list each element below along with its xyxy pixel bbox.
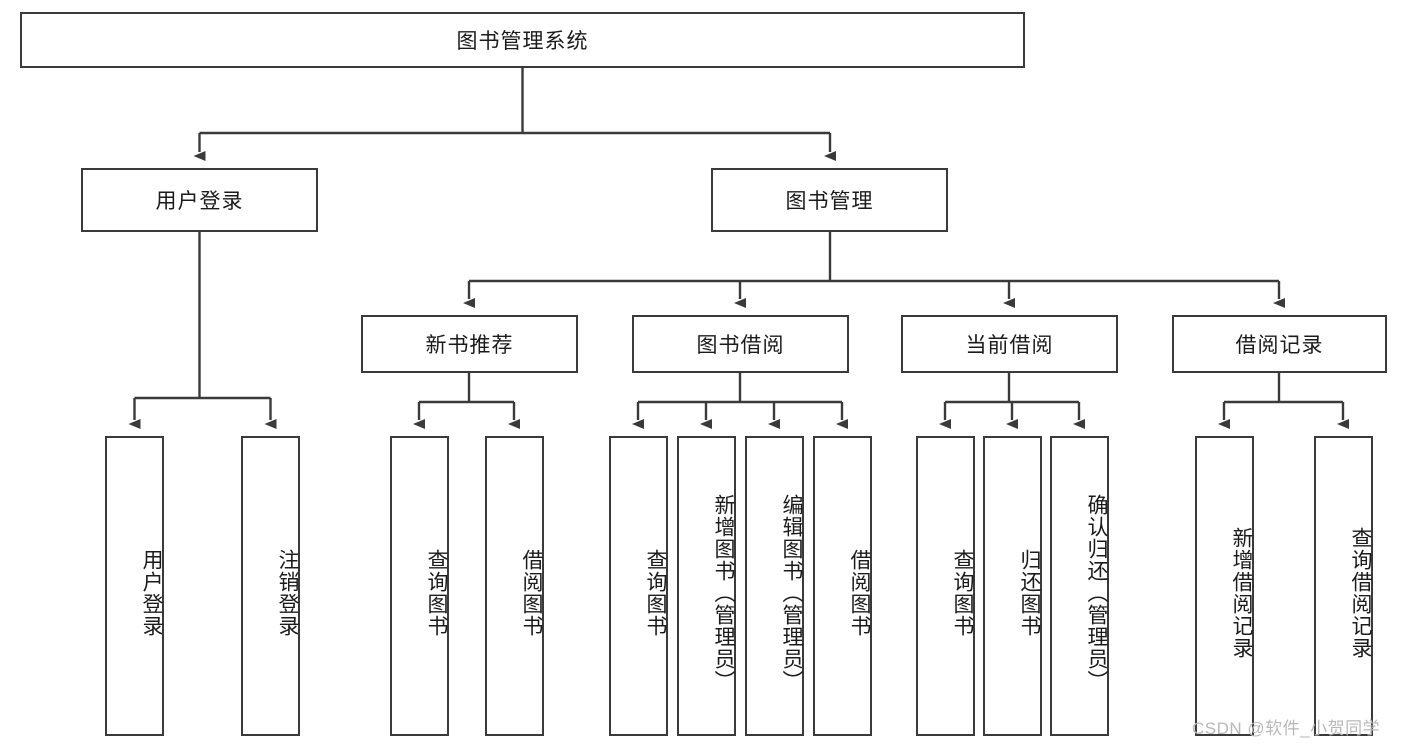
- node-book-borrow[interactable]: 图书借阅: [632, 315, 849, 373]
- node-root-label: 图书管理系统: [456, 30, 589, 53]
- node-leaf-query-book-1-label: 查询图书: [425, 549, 448, 637]
- node-leaf-return-book-label: 归还图书: [1018, 549, 1041, 637]
- node-leaf-edit-book-admin-label: 编辑图书（管理员）: [780, 494, 803, 692]
- node-book-management-label: 图书管理: [785, 190, 874, 213]
- node-borrow-record-label: 借阅记录: [1235, 334, 1324, 357]
- node-leaf-add-borrow-record-label: 新增借阅记录: [1230, 527, 1253, 659]
- node-leaf-query-borrow-record-label: 查询借阅记录: [1349, 527, 1372, 659]
- node-leaf-borrow-book-1-label: 借阅图书: [520, 549, 543, 637]
- node-leaf-confirm-return-admin[interactable]: 确认归还（管理员）: [1050, 436, 1109, 736]
- node-new-book-recommend-label: 新书推荐: [425, 334, 514, 357]
- node-book-management[interactable]: 图书管理: [711, 168, 948, 232]
- node-leaf-add-book-admin-label: 新增图书（管理员）: [712, 494, 735, 692]
- node-leaf-borrow-book-1[interactable]: 借阅图书: [485, 436, 544, 736]
- node-new-book-recommend[interactable]: 新书推荐: [361, 315, 578, 373]
- node-leaf-confirm-return-admin-label: 确认归还（管理员）: [1085, 494, 1108, 692]
- node-leaf-query-book-3[interactable]: 查询图书: [916, 436, 975, 736]
- node-current-borrow-label: 当前借阅: [965, 334, 1054, 357]
- node-leaf-logout-login[interactable]: 注销登录: [241, 436, 300, 736]
- node-book-borrow-label: 图书借阅: [696, 334, 785, 357]
- node-leaf-add-borrow-record[interactable]: 新增借阅记录: [1195, 436, 1254, 736]
- node-leaf-logout-login-label: 注销登录: [276, 549, 299, 637]
- node-leaf-borrow-book-2-label: 借阅图书: [848, 549, 871, 637]
- node-leaf-borrow-book-2[interactable]: 借阅图书: [813, 436, 872, 736]
- csdn-watermark: CSDN @软件_小贺同学: [1192, 719, 1381, 738]
- node-leaf-edit-book-admin[interactable]: 编辑图书（管理员）: [745, 436, 804, 736]
- node-leaf-return-book[interactable]: 归还图书: [983, 436, 1042, 736]
- node-user-login-label: 用户登录: [155, 190, 244, 213]
- node-leaf-query-book-3-label: 查询图书: [951, 549, 974, 637]
- node-leaf-user-login[interactable]: 用户登录: [105, 436, 164, 736]
- node-leaf-query-book-1[interactable]: 查询图书: [390, 436, 449, 736]
- node-user-login[interactable]: 用户登录: [81, 168, 318, 232]
- node-current-borrow[interactable]: 当前借阅: [901, 315, 1118, 373]
- node-root[interactable]: 图书管理系统: [20, 12, 1025, 68]
- node-borrow-record[interactable]: 借阅记录: [1172, 315, 1387, 373]
- node-leaf-user-login-label: 用户登录: [140, 549, 163, 637]
- node-leaf-query-book-2[interactable]: 查询图书: [609, 436, 668, 736]
- node-leaf-add-book-admin[interactable]: 新增图书（管理员）: [677, 436, 736, 736]
- node-leaf-query-borrow-record[interactable]: 查询借阅记录: [1314, 436, 1373, 736]
- node-leaf-query-book-2-label: 查询图书: [644, 549, 667, 637]
